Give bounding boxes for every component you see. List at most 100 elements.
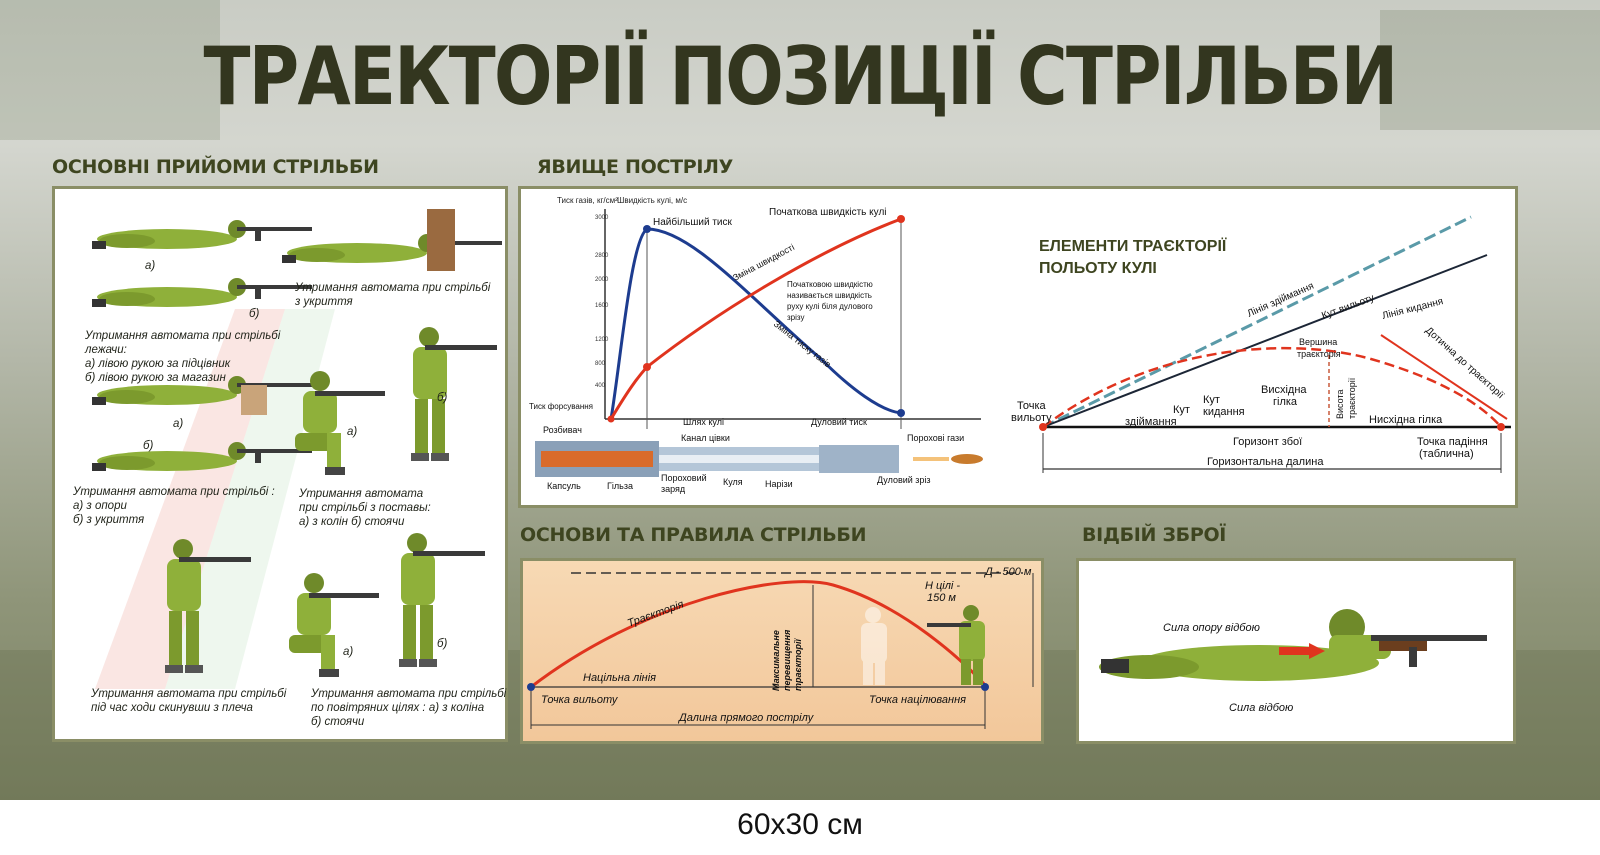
apex-label-2: траєкторія: [1297, 349, 1341, 359]
speed-point: [643, 363, 651, 371]
caption-line: Утримання автомата при стрільбі лежачи:: [85, 330, 281, 356]
aim-point-label: Точка націлювання: [869, 694, 966, 706]
trajectory-curve: [530, 580, 987, 689]
exit-point-marker: [527, 683, 535, 691]
excess-line: перевищення: [782, 629, 792, 691]
departure-line-label: Лінія здіймання: [1246, 281, 1316, 320]
trajectory-curve: [1042, 346, 1502, 429]
throw-angle-label-2: кидання: [1203, 406, 1245, 418]
kneeling-soldier: [289, 573, 379, 677]
y-tick: 400: [595, 383, 606, 389]
walk-caption: Утримання автомата при стрільбі під час …: [91, 687, 301, 715]
ghost-soldier: [861, 607, 887, 685]
y-ticks: 3000 2800 2000 1600 1200 800 400: [595, 215, 609, 389]
support-force-label: Сила опору відбою: [1163, 622, 1260, 634]
direct-shot-range-label: Далина прямого пострілу: [677, 712, 815, 724]
y-tick: 2000: [595, 277, 609, 283]
aim-line-label: Націльна лінія: [583, 672, 656, 684]
recoil-panel: Сила опору відбою Сила відбою: [1076, 558, 1516, 744]
target-soldier: [927, 605, 985, 685]
speed-curve: [609, 217, 902, 420]
caption-line: б) лівою рукою за магазин: [85, 372, 226, 384]
pressure-curve: [609, 227, 902, 420]
section-heading-recoil: ВІДБІЙ ЗБРОЇ: [1082, 524, 1227, 546]
barrel-muzzle: [819, 445, 899, 473]
target-height-label-2: 150 м: [927, 592, 956, 604]
pressure-axis-label: Тиск газів, кг/см²: [557, 196, 618, 205]
exit-point-marker: [1039, 423, 1047, 431]
bullet-label: Куля: [723, 477, 743, 487]
trajectory-title-1: ЕЛЕМЕНТИ ТРАЄКТОРІЇ: [1039, 237, 1227, 255]
basics-panel: а) б) Утримання автомата при стрільбі з …: [52, 186, 508, 742]
descending-label: Нисхідна гілка: [1369, 414, 1443, 426]
note-line: називається швидкість: [787, 291, 872, 300]
label-a: а): [343, 646, 354, 658]
caption-line: Утримання автомата при стрільбі :: [73, 486, 275, 498]
bullet-path-label: Шлях кулі: [683, 417, 724, 427]
initial-speed-label: Початкова швидкість кулі: [769, 207, 887, 218]
shot-panel: 3000 2800 2000 1600 1200 800 400 Тиск га…: [518, 186, 1518, 508]
section-heading-rules: ОСНОВИ ТА ПРАВИЛА СТРІЛЬБИ: [520, 524, 867, 546]
note-line: Початковою швидкістю: [787, 280, 873, 289]
caption-line: Утримання автомата при стрільбі: [91, 688, 287, 700]
charge-label: Пороховий: [661, 473, 707, 483]
pressure-change-label: Зміна тиску газів: [772, 319, 833, 370]
y-tick: 2800: [595, 253, 609, 259]
caption-line: а) лівою рукою за підцівник: [85, 358, 231, 370]
throw-line-label: Лінія кидання: [1381, 296, 1444, 322]
section-heading-shot: ЯВИЩЕ ПОСТРІЛУ: [537, 156, 733, 178]
impact-point-label: Точка падіння: [1417, 436, 1488, 448]
recoil-illustration: Сила опору відбою Сила відбою: [1099, 609, 1487, 714]
camo-patch: [1380, 10, 1600, 130]
exit-point-label: Точка вильоту: [541, 694, 619, 706]
rifling-label: Нарізи: [765, 479, 793, 489]
section-heading-basics: ОСНОВНІ ПРИЙОМИ СТРІЛЬБИ: [52, 156, 379, 178]
target-height-label: Н цілі -: [925, 580, 960, 592]
elevation-angle-label-2: здіймання: [1125, 416, 1177, 428]
bullet: [951, 454, 983, 464]
rules-diagram: Д - 500 м Н цілі - 150 м Траєкторія Макс…: [527, 566, 1034, 729]
speed-axis-label: Швидкість кулі, м/с: [617, 196, 687, 205]
kneel-stand-caption: Утримання автомата при стрільбі з постав…: [299, 487, 499, 529]
brick-support: [241, 385, 267, 415]
support-caption: Утримання автомата при стрільбі : а) з о…: [73, 485, 283, 527]
prone-soldier: [92, 278, 312, 307]
initial-speed-note: Початковою швидкістю називається швидкіс…: [787, 280, 873, 322]
barrel-channel-label: Канал цівки: [681, 433, 730, 443]
speed-change-label: Зміна швидкості: [731, 242, 796, 283]
departure-angle-label: Кут вильоту: [1320, 293, 1376, 322]
prone-soldier: [92, 220, 312, 249]
line-of-departure: [1042, 215, 1472, 429]
caption-line: Утримання автомата при стрільбі: [311, 688, 507, 700]
note-line: руху кулі біля дулового: [787, 302, 873, 311]
apex-label: Вершина: [1299, 337, 1337, 347]
impact-point-label-2: (таблична): [1419, 448, 1474, 460]
cover-caption: Утримання автомата при стрільбі з укритт…: [295, 282, 491, 308]
caption-line: б) стоячи: [311, 716, 365, 728]
recoil-arrow-head: [1309, 643, 1325, 659]
excess-line: траєкторії: [793, 637, 803, 691]
label-b: б): [437, 392, 448, 404]
capsule-label: Капсуль: [547, 481, 581, 491]
y-tick: 1200: [595, 337, 609, 343]
ascending-label: Висхідна: [1261, 384, 1307, 396]
lying-caption: Утримання автомата при стрільбі лежачи: …: [85, 329, 325, 385]
rules-panel: Д - 500 м Н цілі - 150 м Траєкторія Макс…: [520, 558, 1044, 744]
elevation-angle-label: Кут: [1173, 404, 1190, 416]
air-caption: Утримання автомата при стрільбі по повіт…: [311, 687, 511, 729]
exit-point-label: Точка: [1017, 400, 1047, 412]
size-label: 60x30 см: [737, 808, 863, 841]
y-tick: 800: [595, 361, 606, 367]
throw-angle-label: Кут: [1203, 394, 1220, 406]
height-label: Висота: [1335, 390, 1345, 419]
trajectory-title-2: ПОЛЬОТУ КУЛІ: [1039, 260, 1157, 277]
distance-label: Д - 500 м: [983, 566, 1032, 578]
caption-line: Утримання автомата: [299, 488, 424, 500]
case-label: Гільза: [607, 481, 633, 491]
recoil-force-label: Сила відбою: [1229, 702, 1293, 714]
muzzle-label: Дуловий зріз: [877, 475, 931, 485]
caption-line: а) з колін б) стоячи: [299, 516, 405, 528]
barrel-bore: [659, 455, 819, 463]
powder-gases-label: Порохові гази: [907, 433, 964, 443]
horizontal-range-label: Горизонтальна далина: [1207, 456, 1324, 468]
